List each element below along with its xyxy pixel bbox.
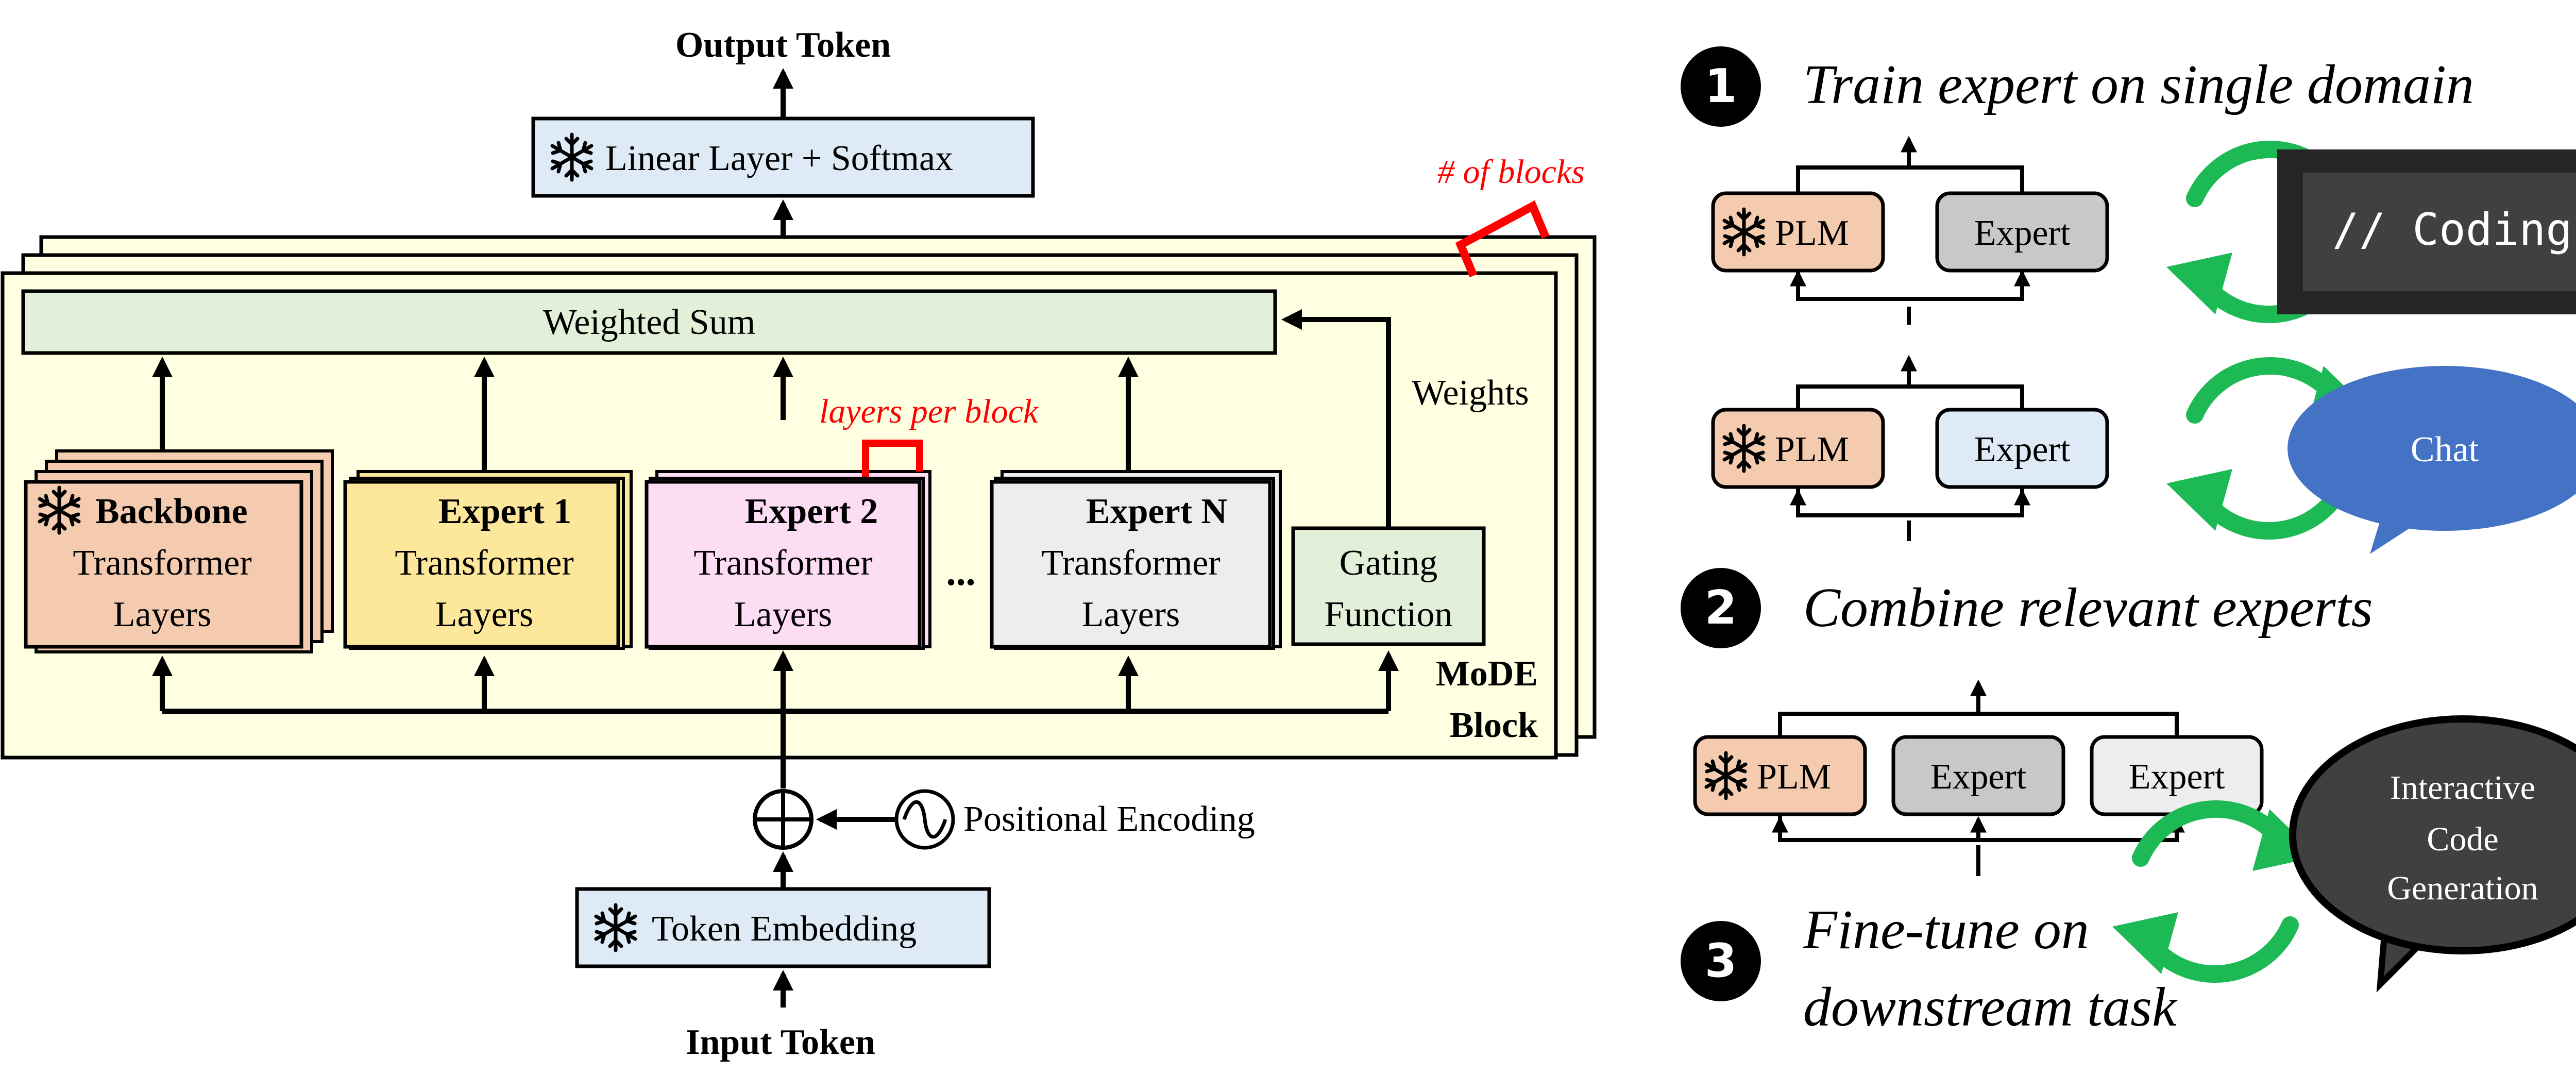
svg-text:Linear Layer + Softmax: Linear Layer + Softmax [605,139,953,178]
plm-box: PLM [1711,408,1885,489]
svg-text:Transformer: Transformer [693,543,872,583]
svg-text:Function: Function [1325,595,1453,634]
svg-text:Layers: Layers [435,595,533,634]
svg-text:Backbone: Backbone [95,492,248,531]
svg-text:layers per block: layers per block [819,393,1039,430]
num-blocks-annotation: # of blocks [1437,153,1585,278]
svg-text:# of blocks: # of blocks [1437,153,1585,191]
svg-text:Weighted Sum: Weighted Sum [543,303,755,342]
svg-text:PLM: PLM [1757,757,1831,797]
mode-block-label-2: Block [1450,706,1538,745]
step-1-coding-module [1790,136,2030,325]
ellipsis-label: ... [946,550,976,594]
output-token-label: Output Token [675,25,891,65]
step-1-header: 1 Train expert on single domain [1681,46,2474,127]
step-3-header: 3 Fine-tune on downstream task [1681,899,2178,1038]
input-token-label: Input Token [686,1022,875,1062]
svg-text:Layers: Layers [113,595,211,634]
linear-softmax-box: Linear Layer + Softmax [531,116,1035,198]
svg-text:Expert 2: Expert 2 [745,492,878,531]
svg-text:Combine relevant experts: Combine relevant experts [1803,577,2373,639]
cycle-arrows-icon [2112,809,2318,974]
chat-bubble: Chat [2287,366,2576,554]
expert-box-blue: Expert [1935,408,2109,489]
sine-wave-icon [894,789,955,850]
weights-label: Weights [1412,373,1529,413]
weighted-sum-box: Weighted Sum [21,289,1277,355]
coding-domain-box: // Coding [2277,149,2576,314]
svg-text:1: 1 [1705,59,1737,113]
plm-box: PLM [1693,735,1867,816]
layer-to-sum-arrows [152,357,1139,472]
svg-text:Output Token: Output Token [675,25,891,65]
svg-text:Transformer: Transformer [395,543,573,583]
svg-text:Gating: Gating [1340,543,1438,583]
svg-text:Expert: Expert [1930,757,2027,797]
token-embedding-box: Token Embedding [575,887,991,968]
expert-2-layers: Expert 2 Transformer Layers [645,470,931,650]
gating-function-box: Gating Function [1291,526,1486,646]
svg-text:downstream task: downstream task [1803,977,2178,1038]
svg-text:3: 3 [1705,934,1737,988]
svg-text:Interactive: Interactive [2390,769,2535,807]
step-1-chat-module [1790,355,2030,541]
svg-text:Token Embedding: Token Embedding [652,909,917,949]
svg-text:Expert: Expert [2129,757,2225,797]
plus-circle-icon [753,789,814,850]
svg-text:PLM: PLM [1775,430,1849,469]
positional-encoding-label: Positional Encoding [963,799,1255,839]
step-2-header: 2 Combine relevant experts [1681,568,2373,648]
svg-text:Expert N: Expert N [1086,492,1227,531]
expert-box-gray: Expert [1935,191,2109,273]
backbone-layers: Backbone Transformer Layers [24,449,334,653]
svg-text:Generation: Generation [2387,869,2538,907]
svg-text:Fine-tune on: Fine-tune on [1803,899,2089,961]
svg-text:Code: Code [2427,820,2498,858]
expert-box-gray: Expert [1891,735,2065,816]
svg-text:// Coding: // Coding [2332,204,2572,256]
svg-text:Layers: Layers [734,595,832,634]
layers-per-block-annotation: layers per block [819,393,1039,477]
svg-text:Chat: Chat [2411,430,2479,469]
plm-box: PLM [1711,191,1885,273]
mode-block-label-1: MoDE [1436,654,1538,694]
expert-1-layers: Expert 1 Transformer Layers [343,470,633,650]
svg-text:Expert 1: Expert 1 [438,492,572,531]
svg-text:Transformer: Transformer [1041,543,1220,583]
svg-text:Transformer: Transformer [73,543,251,583]
svg-text:Layers: Layers [1082,595,1180,634]
expert-n-layers: Expert N Transformer Layers [990,470,1282,650]
svg-text:Expert: Expert [1974,430,2071,469]
input-distribution-bus [152,650,1399,788]
interactive-code-bubble: Interactive Code Generation [2289,715,2576,993]
svg-text:2: 2 [1705,581,1737,635]
svg-text:PLM: PLM [1775,213,1849,253]
svg-text:Expert: Expert [1974,213,2071,253]
svg-text:Train expert on single domain: Train expert on single domain [1803,54,2474,115]
